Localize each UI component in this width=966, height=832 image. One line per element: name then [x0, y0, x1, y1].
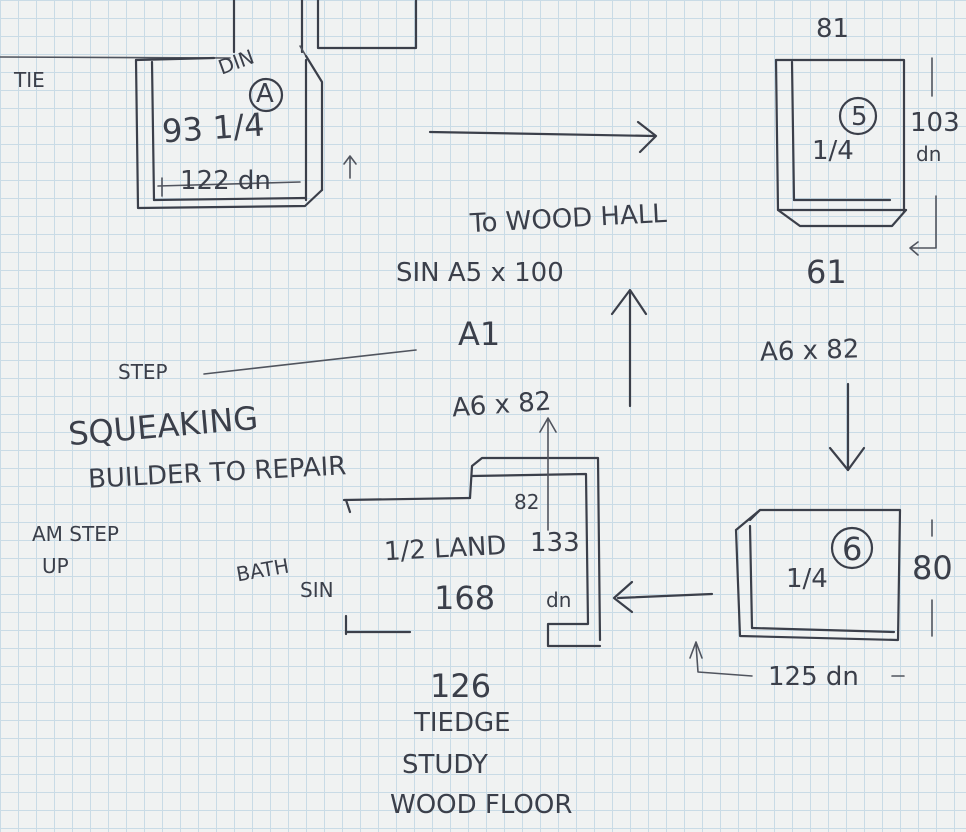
up-label: UP: [42, 554, 69, 578]
below-126-label: 126: [430, 667, 492, 705]
room-6-bottom-dimension: 125 dn: [768, 662, 859, 692]
arrow-6-to-landing: [612, 580, 714, 614]
step-pointer-line: [203, 349, 417, 375]
room-5-bottom-dimension: 61: [806, 253, 847, 291]
room-a-outline: [134, 54, 357, 210]
a6x82-left-label: A6 x 82: [451, 386, 553, 424]
a1-label: A1: [458, 315, 501, 353]
room-5-outline: [774, 57, 937, 256]
am-step-label: AM STEP: [32, 522, 119, 546]
landing-133-label: 133: [530, 528, 580, 558]
step-label: STEP: [118, 360, 168, 384]
sin-size-label: SIN A5 x 100: [396, 258, 564, 288]
room-5-fraction-label: 1/4: [812, 136, 854, 166]
arrow-5-to-6: [828, 382, 866, 472]
room-a-up-arrow: [343, 155, 357, 179]
room-6-id: 6: [842, 530, 863, 568]
room-6-fraction-label: 1/4: [786, 564, 828, 594]
below-study-label: STUDY: [402, 750, 488, 780]
room-5-side-unit: dn: [916, 142, 942, 166]
room-5-top-dimension: 81: [816, 14, 850, 44]
room-5-side-dimension: 103: [910, 108, 960, 138]
a6x82-right-label: A6 x 82: [759, 334, 860, 368]
room-6-up-arrow: [689, 641, 753, 677]
arrow-landing-to-a1: [610, 288, 648, 408]
room-a-id-circle: [248, 77, 284, 113]
room-6-side-dimension: 80: [912, 549, 953, 587]
room-a-width-label: 122 dn: [180, 166, 271, 196]
landing-168-label: 168: [434, 579, 496, 617]
tie-label: TIE: [14, 68, 45, 92]
landing-up-arrow: [539, 417, 557, 531]
arrow-a-to-5: [428, 120, 658, 154]
landing-outline: [342, 417, 602, 648]
room-6-id-circle: [830, 526, 874, 570]
landing-82-label: 82: [514, 490, 540, 514]
room-5-id-circle: [838, 96, 878, 136]
room-a-fraction-label: 93 1/4: [160, 105, 266, 151]
top-partial-room: [0, 0, 418, 59]
room-a-id: A: [256, 79, 274, 109]
landing-sin-label: SIN: [300, 578, 334, 602]
landing-half-label: 1/2 LAND: [383, 530, 508, 568]
room-5-down-arrow: [909, 195, 937, 256]
below-wood-floor-label: WOOD FLOOR: [390, 790, 573, 820]
below-tiedge-label: TIEDGE: [414, 708, 511, 738]
room-5-id: 5: [851, 102, 868, 132]
room-6-outline: [689, 508, 933, 677]
landing-dn-label: dn: [546, 588, 572, 612]
